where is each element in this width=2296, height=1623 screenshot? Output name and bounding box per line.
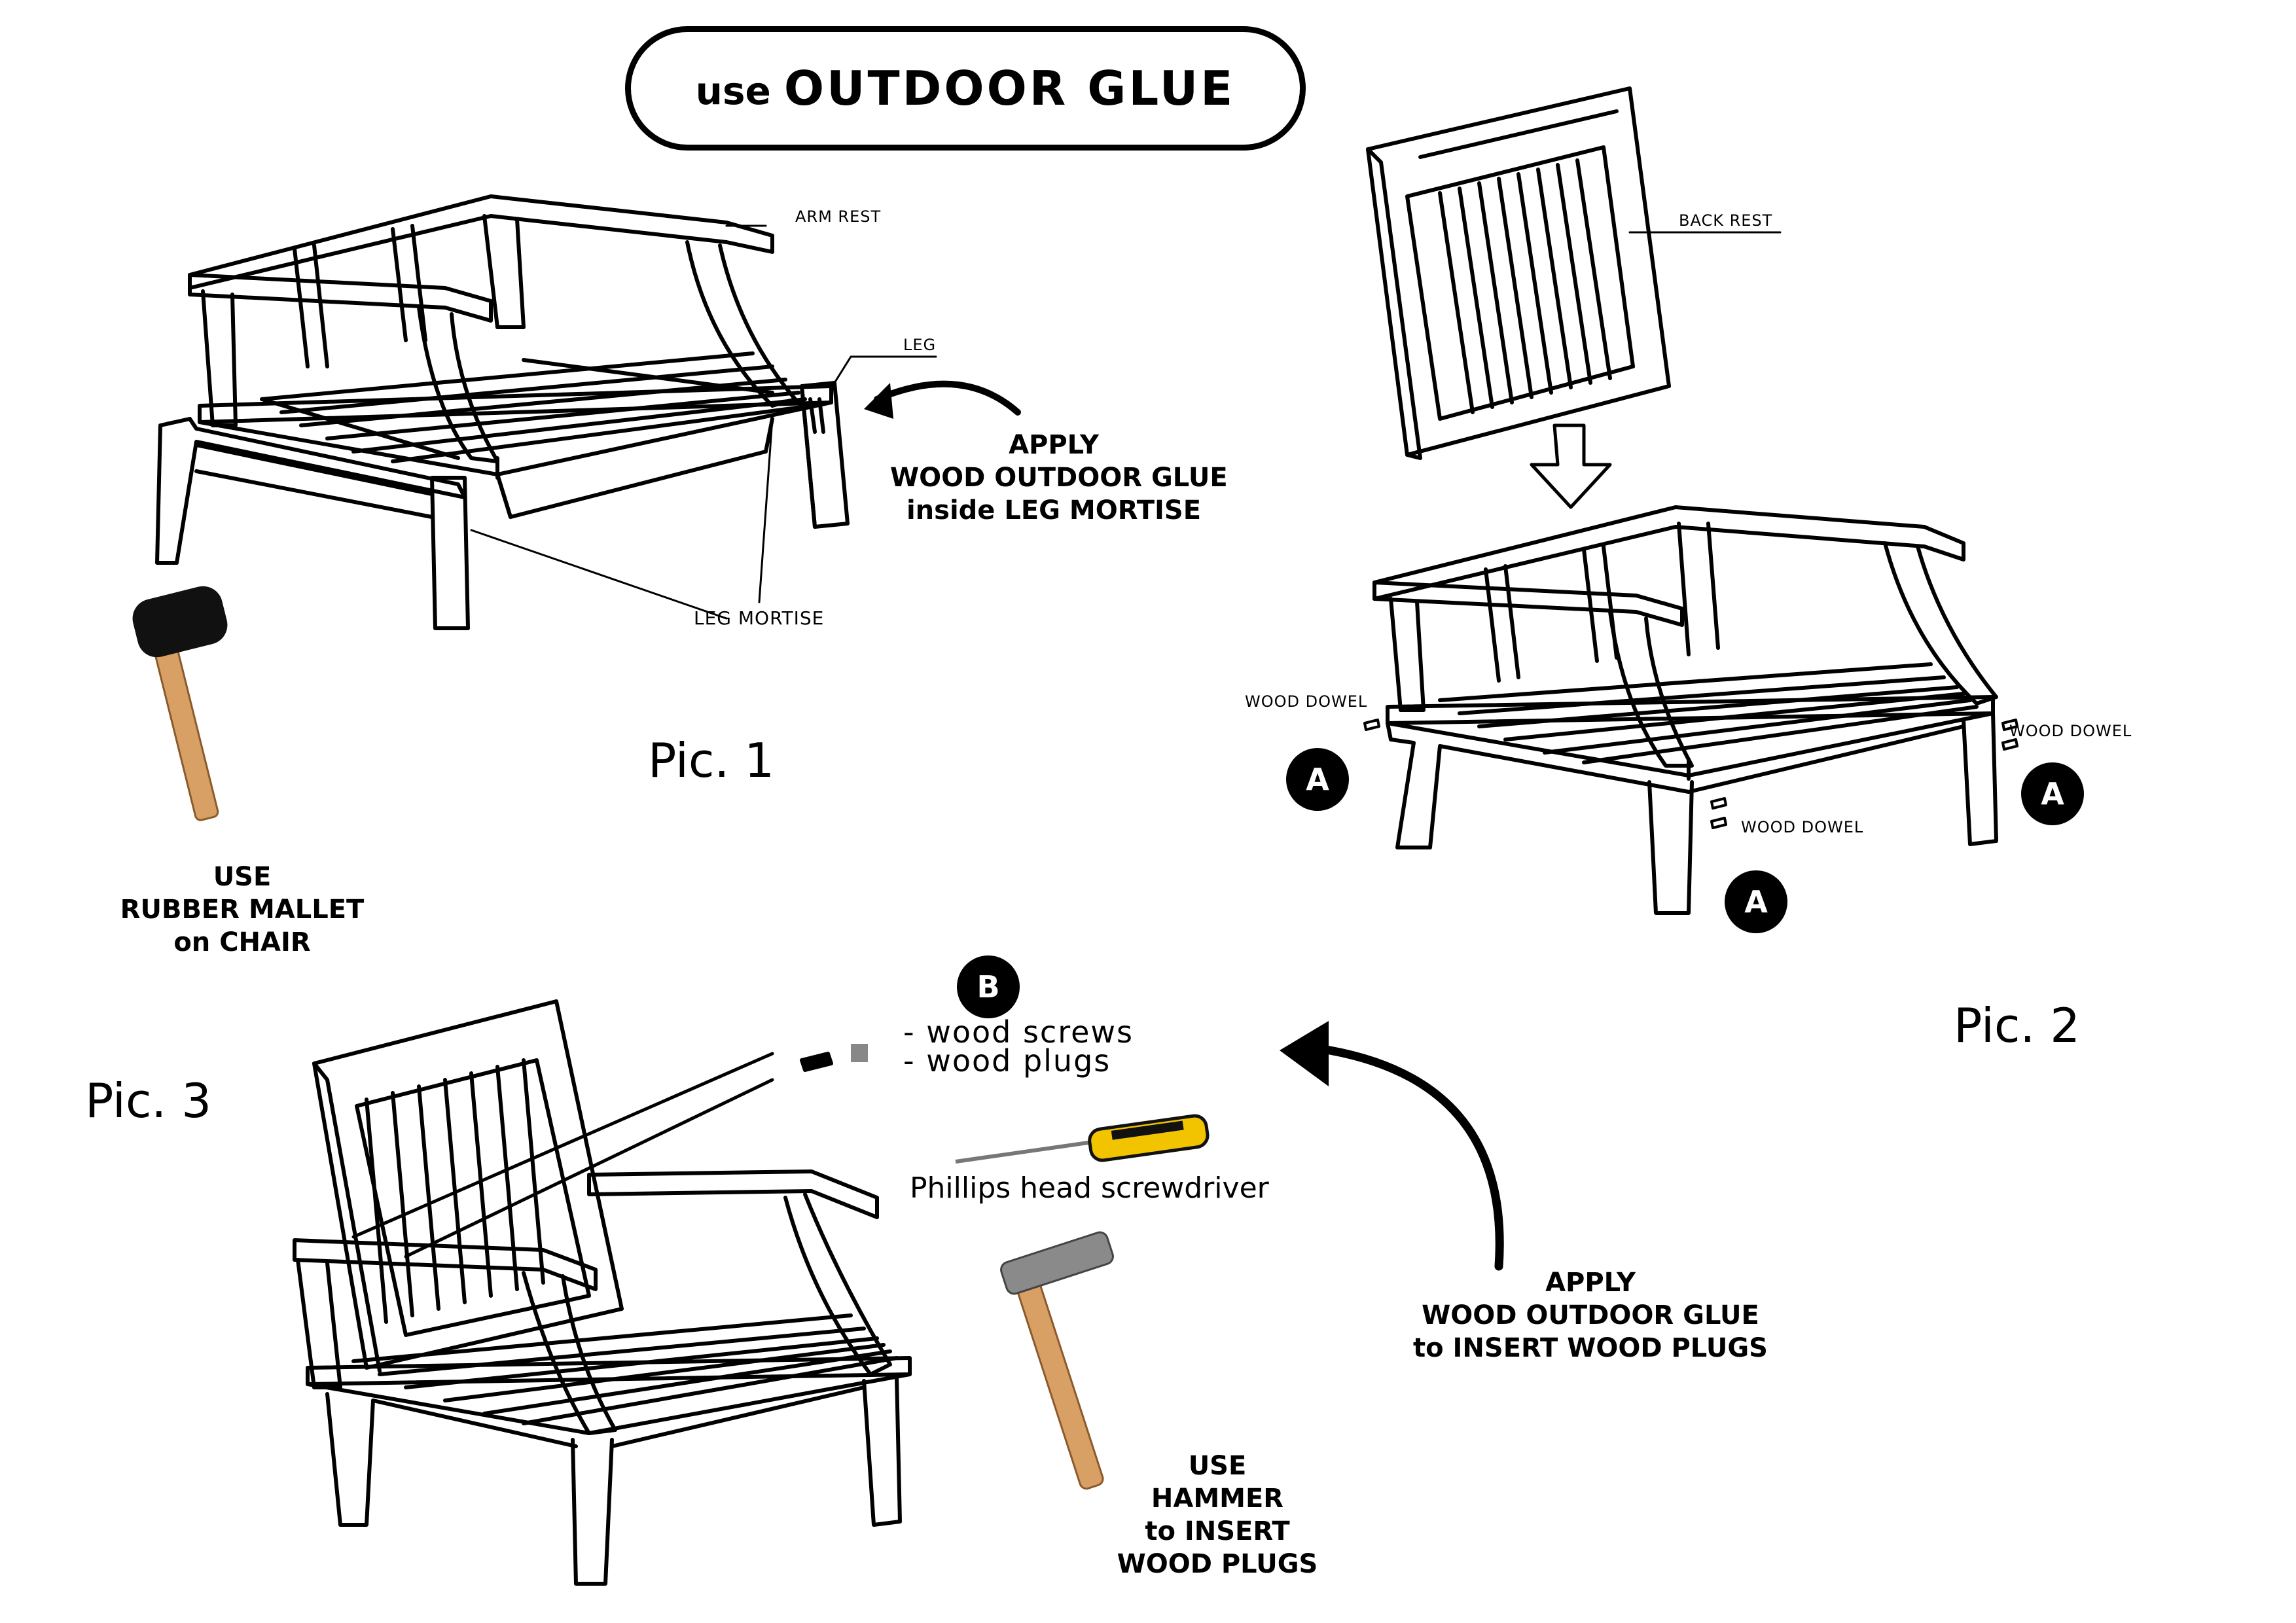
label-wood-dowel-right: WOOD DOWEL: [2009, 722, 2132, 740]
instruction-line: to INSERT WOOD PLUGS: [1413, 1333, 1768, 1363]
pic1-chair-illustration: [155, 194, 1021, 630]
caption-pic-1: Pic. 1: [648, 733, 775, 788]
title-prefix: use: [695, 69, 771, 113]
caption-pic-2: Pic. 2: [1954, 998, 2081, 1053]
label-leg-mortise: LEG MORTISE: [694, 607, 825, 629]
pic2-chair-illustration: [1363, 86, 2018, 915]
instruction-line: APPLY: [1009, 430, 1099, 460]
hammer-icon: [1000, 1231, 1114, 1490]
instruction-line: inside LEG MORTISE: [906, 495, 1202, 526]
badge-a-bottom: A: [1725, 870, 1787, 933]
label-arm-rest: ARM REST: [795, 207, 882, 226]
label-leg: LEG: [903, 336, 937, 354]
instruction-line: WOOD OUTDOOR GLUE: [890, 463, 1228, 493]
screwdriver-icon: [955, 1114, 1210, 1164]
instruction-line: HAMMER: [1151, 1484, 1284, 1514]
label-screwdriver: Phillips head screwdriver: [910, 1171, 1269, 1205]
caption-pic-3: Pic. 3: [85, 1073, 212, 1128]
instruction-line: on CHAIR: [173, 927, 311, 957]
title-main: OUTDOOR GLUE: [783, 61, 1236, 116]
pic3-arrow-head: [1280, 1021, 1329, 1086]
instruction-line: RUBBER MALLET: [120, 895, 365, 925]
label-wood-dowel-left: WOOD DOWEL: [1245, 692, 1368, 711]
instruction-line: WOOD PLUGS: [1117, 1549, 1318, 1579]
parts-item: - wood screws: [903, 1014, 1134, 1050]
instruction-rubber-mallet: USE RUBBER MALLET on CHAIR: [111, 861, 373, 959]
label-wood-dowel-bottom: WOOD DOWEL: [1741, 818, 1864, 836]
instruction-hammer: USE HAMMER to INSERT WOOD PLUGS: [1093, 1450, 1342, 1580]
instruction-line: APPLY: [1545, 1268, 1636, 1298]
title-banner: use OUTDOOR GLUE: [625, 26, 1306, 151]
badge-a-right: A: [2021, 762, 2084, 825]
rubber-mallet-icon: [132, 586, 228, 821]
instruction-line: USE: [213, 862, 272, 892]
pic3-chair-illustration: [293, 999, 1504, 1586]
instruction-line: WOOD OUTDOOR GLUE: [1422, 1300, 1759, 1330]
badge-a-left: A: [1286, 748, 1349, 811]
instruction-glue-plugs: APPLY WOOD OUTDOOR GLUE to INSERT WOOD P…: [1407, 1266, 1774, 1364]
parts-item: - wood plugs: [903, 1043, 1111, 1079]
parts-legend: - wood screws - wood plugs: [903, 1014, 1134, 1079]
instruction-line: to INSERT: [1145, 1516, 1290, 1546]
pic1-arrow-head: [864, 383, 893, 419]
label-back-rest: BACK REST: [1679, 211, 1773, 230]
instruction-glue-mortise: APPLY WOOD OUTDOOR GLUE inside LEG MORTI…: [890, 429, 1228, 527]
badge-b: B: [957, 955, 1020, 1018]
instruction-line: USE: [1188, 1451, 1247, 1481]
